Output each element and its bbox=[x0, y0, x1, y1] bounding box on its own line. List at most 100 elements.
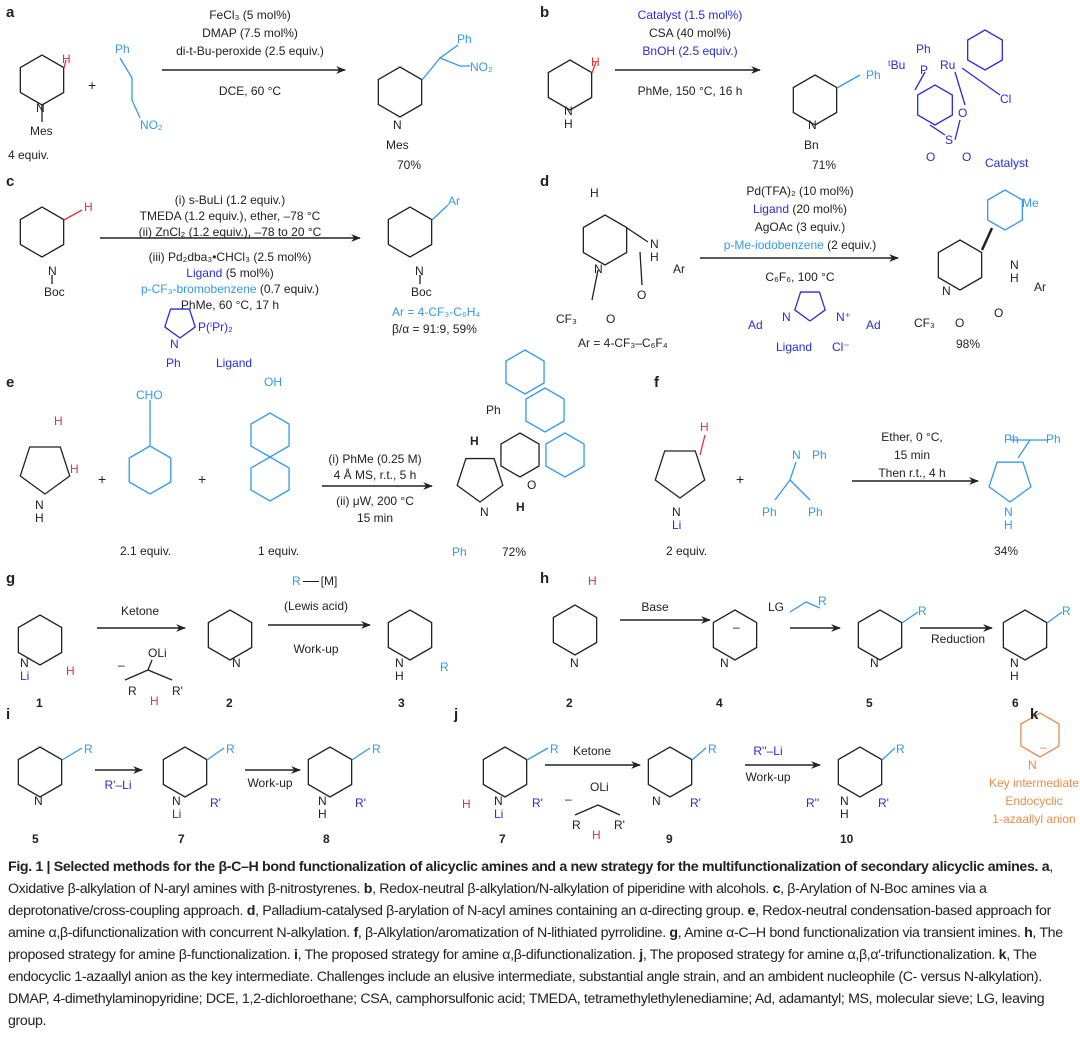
e-reactant-nh: H bbox=[35, 511, 44, 525]
d-amide-bond bbox=[626, 227, 649, 243]
j-compound-10: 10 bbox=[840, 832, 854, 846]
d-aryl-bond bbox=[980, 227, 994, 251]
panel-label-g: g bbox=[6, 570, 16, 587]
f-product-n: N bbox=[1004, 505, 1013, 519]
d-cond-ligand: Ligand bbox=[752, 202, 790, 216]
cat-c-s-bond bbox=[929, 124, 946, 136]
g-c3-nh: H bbox=[395, 669, 404, 683]
k-line-2: Endocyclic bbox=[1005, 794, 1063, 808]
c-ligand-name: Ligand bbox=[216, 356, 253, 370]
h-compound-4: 4 bbox=[716, 696, 723, 710]
e-aldehyde-equiv: 2.1 equiv. bbox=[120, 544, 172, 558]
a-cond-4: DCE, 60 °C bbox=[218, 84, 282, 98]
d-cond-4: p-Me-iodobenzene (2 equiv.) bbox=[724, 238, 877, 252]
c-product-n: N bbox=[415, 264, 424, 278]
i-c7-n: N bbox=[172, 794, 181, 808]
g-c1-ring bbox=[17, 614, 63, 666]
cat-s: S bbox=[945, 133, 954, 147]
f-reactant-equiv: 2 equiv. bbox=[666, 544, 708, 558]
caption-label: d bbox=[246, 903, 256, 919]
e-reactant-h2: H bbox=[70, 462, 79, 476]
caption-text: , Redox-neutral β-alkylation/N-alkylatio… bbox=[372, 881, 773, 897]
f-imine-ph2: Ph bbox=[762, 505, 777, 519]
j-c10-rpp: R'' bbox=[806, 796, 820, 810]
panel-label-a: a bbox=[6, 4, 15, 21]
j-c7-rp: R' bbox=[532, 796, 543, 810]
b-cond-1: Catalyst (1.5 mol%) bbox=[637, 8, 743, 22]
cat-o3: O bbox=[962, 150, 972, 164]
d-ligand-n1: N bbox=[782, 310, 791, 324]
a-plus: + bbox=[88, 77, 97, 93]
c-product-ar: Ar bbox=[448, 194, 460, 208]
cat-o1: O bbox=[958, 106, 968, 120]
f-benzhydryl-bonds bbox=[1010, 439, 1048, 459]
g-alkoxide-rp: R' bbox=[172, 684, 183, 698]
panel-label-e: e bbox=[6, 374, 15, 391]
i-c8-r-bond bbox=[351, 747, 371, 761]
d-product-n: N bbox=[942, 284, 951, 298]
d-reactant-amide-h: H bbox=[650, 250, 659, 264]
h-compound-5: 5 bbox=[866, 696, 873, 710]
c-cond-1: (i) s-BuLi (1.2 equiv.) bbox=[174, 193, 286, 207]
cat-o2: O bbox=[926, 150, 936, 164]
d-product-ring bbox=[937, 239, 983, 291]
b-product-bn: Bn bbox=[804, 138, 819, 152]
j-c9-rp: R' bbox=[690, 796, 701, 810]
f-ch-bond bbox=[699, 434, 706, 456]
f-pyrrole-ring bbox=[988, 461, 1032, 503]
j-c7-r-bond bbox=[526, 747, 549, 761]
h-c5-n: N bbox=[870, 656, 879, 670]
j-minus: – bbox=[565, 792, 572, 806]
c-cond-4: (iii) Pd₂dba₃•CHCl₃ (2.5 mol%) bbox=[148, 250, 312, 264]
e-product-ph1: Ph bbox=[486, 403, 501, 417]
a-cond-1: FeCl₃ (5 mol%) bbox=[209, 8, 291, 22]
e-yield: 72% bbox=[502, 545, 527, 559]
a-benzylic-bond bbox=[421, 57, 441, 81]
e-naphthol-oh: OH bbox=[264, 375, 282, 389]
f-cond-2: 15 min bbox=[893, 448, 931, 462]
figure-caption: Fig. 1 | Selected methods for the β-C–H … bbox=[8, 856, 1076, 1032]
g-minus: – bbox=[118, 658, 125, 672]
b-yield: 71% bbox=[812, 158, 837, 172]
d-cond-2: Ligand (20 mol%) bbox=[753, 202, 847, 216]
panel-label-k: k bbox=[1030, 706, 1039, 723]
cat-tbu: ᵗBu bbox=[888, 58, 906, 72]
i-workup: Work-up bbox=[247, 776, 293, 790]
j-c10-r-bond bbox=[881, 747, 896, 761]
caption-label: c bbox=[772, 881, 781, 897]
caption-a: a, Oxidative β-alkylation of N-aryl amin… bbox=[8, 859, 1053, 897]
h-c5-r: R bbox=[918, 604, 927, 618]
caption-text: , The endocyclic 1-azaallyl anion as the… bbox=[8, 947, 1045, 1029]
j-organolithium: R''–Li bbox=[753, 744, 783, 758]
g-reagent-r: R bbox=[292, 574, 301, 588]
e-reactant-n: N bbox=[35, 498, 44, 512]
caption-text: , β-Arylation of N-Boc amines via a depr… bbox=[8, 881, 987, 919]
a-reactant-n: N bbox=[36, 101, 45, 115]
e-product-pyran bbox=[500, 432, 540, 478]
cat-ru-o-bond bbox=[954, 71, 966, 106]
e-product-naphthyl-3 bbox=[505, 349, 545, 395]
a-nitrostyrene bbox=[119, 57, 141, 119]
h-c6-r-bond bbox=[1046, 611, 1063, 624]
d-carbonyl-bond bbox=[639, 251, 643, 286]
c-cond-arylhalide: p-CF₃-bromobenzene bbox=[140, 282, 257, 296]
d-cond-3: AgOAc (3 equiv.) bbox=[754, 220, 846, 234]
b-cond-3: BnOH (2.5 equiv.) bbox=[642, 44, 738, 58]
h-c5-r-bond bbox=[901, 611, 919, 624]
caption-d: d, Palladium-catalysed β-arylation of N-… bbox=[247, 903, 748, 919]
g-c1-h: H bbox=[66, 664, 75, 678]
j-alkoxide-rp: R' bbox=[614, 818, 625, 832]
d-cond-aryliodide: p-Me-iodobenzene bbox=[723, 238, 824, 252]
c-product-ring bbox=[387, 206, 433, 258]
b-benzyl-bond bbox=[836, 74, 861, 89]
f-reactant-li: Li bbox=[672, 518, 682, 532]
caption-text: , Amine α-C–H bond functionalization via… bbox=[677, 925, 1025, 941]
g-c3-r: R bbox=[440, 660, 449, 674]
c-ligand-pyrrole-ring bbox=[164, 308, 196, 339]
d-ligand-imidazolium-ring bbox=[794, 291, 826, 322]
d-reactant-amide-n: N bbox=[650, 237, 659, 251]
f-reactant-h: H bbox=[700, 420, 709, 434]
caption-b: b, Redox-neutral β-alkylation/N-alkylati… bbox=[364, 881, 773, 897]
h-c4-n: N bbox=[720, 656, 729, 670]
a-reactant-mes: Mes bbox=[30, 124, 53, 138]
